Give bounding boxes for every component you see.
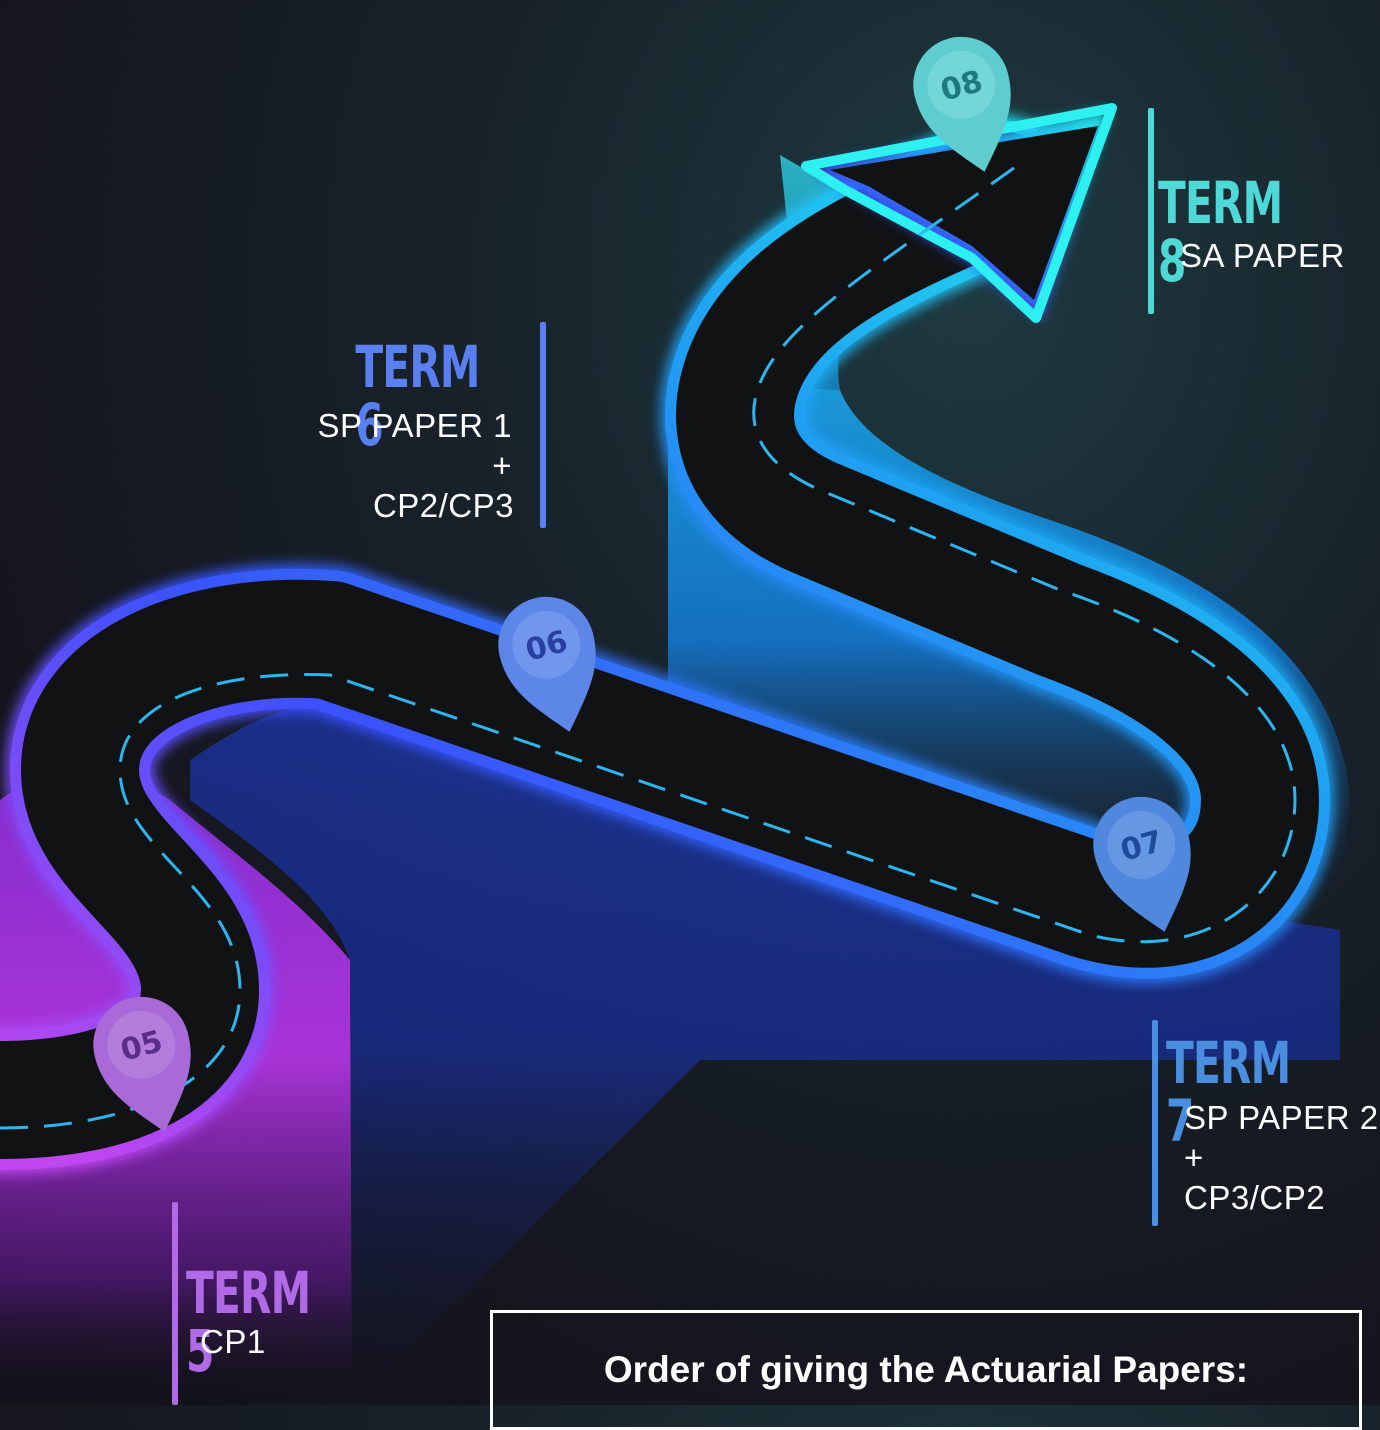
term-7-paper-1: SP PAPER 2 xyxy=(1184,1099,1379,1136)
term-7-divider xyxy=(1152,1020,1158,1226)
term-5-divider xyxy=(172,1202,178,1405)
term-5-heading: TERM 5 xyxy=(186,1259,311,1385)
term-6-paper-1: SP PAPER 1 xyxy=(317,407,512,444)
term-8-divider xyxy=(1148,108,1154,314)
term-8-paper: SA PAPER xyxy=(1180,237,1345,274)
order-info-box: Order of giving the Actuarial Papers: xyxy=(490,1310,1362,1430)
term-6-divider xyxy=(540,322,546,528)
road-center-line xyxy=(0,158,1297,1130)
term-6-paper-2: CP2/CP3 xyxy=(372,487,514,524)
term-6-heading: TERM 6 xyxy=(355,333,480,459)
pin-07-icon: 07 xyxy=(1093,796,1191,932)
term-7-plus: + xyxy=(1184,1139,1204,1176)
road-surface xyxy=(0,131,1319,1159)
pin-08-icon: 08 xyxy=(913,36,1011,172)
term-7-paper-2: CP3/CP2 xyxy=(1184,1179,1326,1216)
term-8-heading: TERM 8 xyxy=(1158,169,1283,295)
term-7-heading: TERM 7 xyxy=(1166,1029,1291,1155)
term-5-paper: CP1 xyxy=(200,1323,266,1360)
road-arrow-head xyxy=(801,103,1117,323)
pin-05-icon: 05 xyxy=(93,996,191,1132)
pin-06-icon: 06 xyxy=(498,596,596,732)
term-6-plus: + xyxy=(492,447,512,484)
order-box-title: Order of giving the Actuarial Papers: xyxy=(603,1349,1249,1390)
